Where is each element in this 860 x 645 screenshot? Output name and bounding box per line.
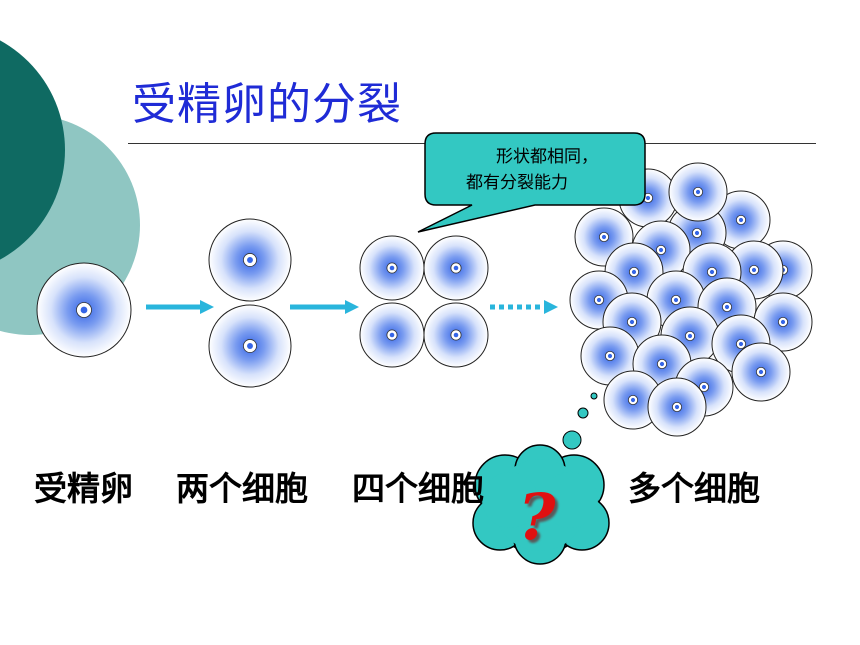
callout-bubble [417,132,646,233]
thought-cloud [472,444,610,565]
thought-bubble-tiny [590,392,598,400]
four-cell-tr [423,235,489,301]
many-cell-19 [731,342,791,402]
arrow-1 [146,300,214,314]
callout-line-1: 形状都相同， [496,147,598,167]
four-cell-br [423,302,489,368]
four-cell-bl [359,302,425,368]
slide-title: 受精卵的分裂 [132,79,402,130]
stage-label-many-cells: 多个细胞 [628,469,760,508]
cells-group [36,162,813,437]
question-mark: ? [518,480,556,555]
stage-label-two-cells: 两个细胞 [176,469,308,508]
stage-label-four-cells: 四个细胞 [352,469,484,508]
arrow-3-dotted [490,300,558,314]
two-cell-top [208,218,292,302]
callout-text: 形状都相同， 都有分裂能力 [446,144,646,196]
thought-bubble-medium [562,430,582,450]
zygote-cell [36,262,132,358]
many-cell-22 [647,377,707,437]
four-cell-tl [359,235,425,301]
callout-line-2: 都有分裂能力 [466,173,568,193]
two-cell-bottom [208,304,292,388]
arrow-2 [290,300,359,314]
deco-dark-circle [0,40,65,260]
stage-label-zygote: 受精卵 [34,469,133,508]
many-cell-23 [668,162,728,222]
thought-bubble-small [577,407,589,419]
